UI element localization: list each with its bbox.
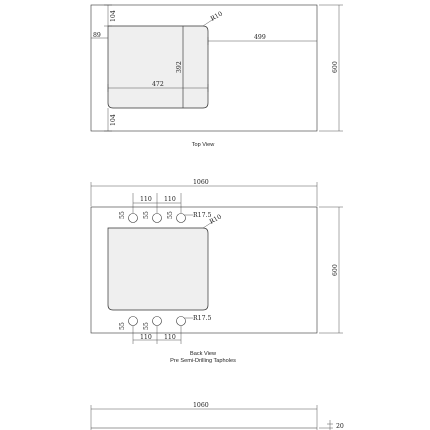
back-view-basin bbox=[107, 227, 209, 311]
top-view: 104 R10 89 499 392 472 104 600 Top View bbox=[90, 4, 343, 148]
taphole-top-center bbox=[152, 213, 162, 223]
taphole-bottom-left bbox=[128, 316, 138, 326]
bottom-margin-label: 104 bbox=[110, 114, 117, 126]
basin-width-label: 472 bbox=[152, 81, 164, 88]
back-view-caption-line1: Back View bbox=[190, 351, 217, 357]
bottom-offset-2: 55 bbox=[143, 322, 150, 330]
back-overall-depth-label: 600 bbox=[332, 264, 339, 276]
taphole-bottom-right bbox=[176, 316, 186, 326]
top-view-outline bbox=[90, 4, 318, 132]
taphole-top-right bbox=[176, 213, 186, 223]
bottom-hole-spacing-1: 110 bbox=[140, 334, 152, 341]
top-margin-label: 104 bbox=[110, 10, 117, 22]
back-view: 1060 110 110 55 55 55 R17.5 R10 600 bbox=[90, 179, 343, 364]
left-margin-label: 89 bbox=[93, 32, 101, 39]
top-view-basin bbox=[107, 25, 209, 109]
bottom-hole-spacing-2: 110 bbox=[164, 334, 176, 341]
back-view-caption-line2: Pre Semi-Drilling Tapholes bbox=[170, 358, 236, 364]
basin-height-label: 392 bbox=[176, 61, 183, 73]
taphole-top-left bbox=[128, 213, 138, 223]
back-overall-width-label: 1060 bbox=[193, 179, 209, 186]
top-hole-radius-label: R17.5 bbox=[193, 212, 211, 219]
taphole-bottom-center bbox=[152, 316, 162, 326]
bottom-offset-1: 55 bbox=[119, 322, 126, 330]
side-overall-width-label: 1060 bbox=[193, 402, 209, 409]
side-view: 1060 20 bbox=[90, 402, 344, 430]
top-hole-spacing-2: 110 bbox=[164, 196, 176, 203]
bottom-hole-radius-label: R17.5 bbox=[193, 315, 211, 322]
top-view-caption: Top View bbox=[192, 142, 216, 148]
top-offset-3: 55 bbox=[167, 211, 174, 219]
top-corner-radius-label: R10 bbox=[210, 10, 224, 22]
side-thickness-label: 20 bbox=[336, 423, 344, 430]
top-offset-1: 55 bbox=[119, 211, 126, 219]
right-offset-label: 499 bbox=[254, 34, 266, 41]
back-view-outline bbox=[90, 206, 318, 334]
top-overall-depth-label: 600 bbox=[332, 61, 339, 73]
top-offset-2: 55 bbox=[143, 211, 150, 219]
top-hole-spacing-1: 110 bbox=[140, 196, 152, 203]
